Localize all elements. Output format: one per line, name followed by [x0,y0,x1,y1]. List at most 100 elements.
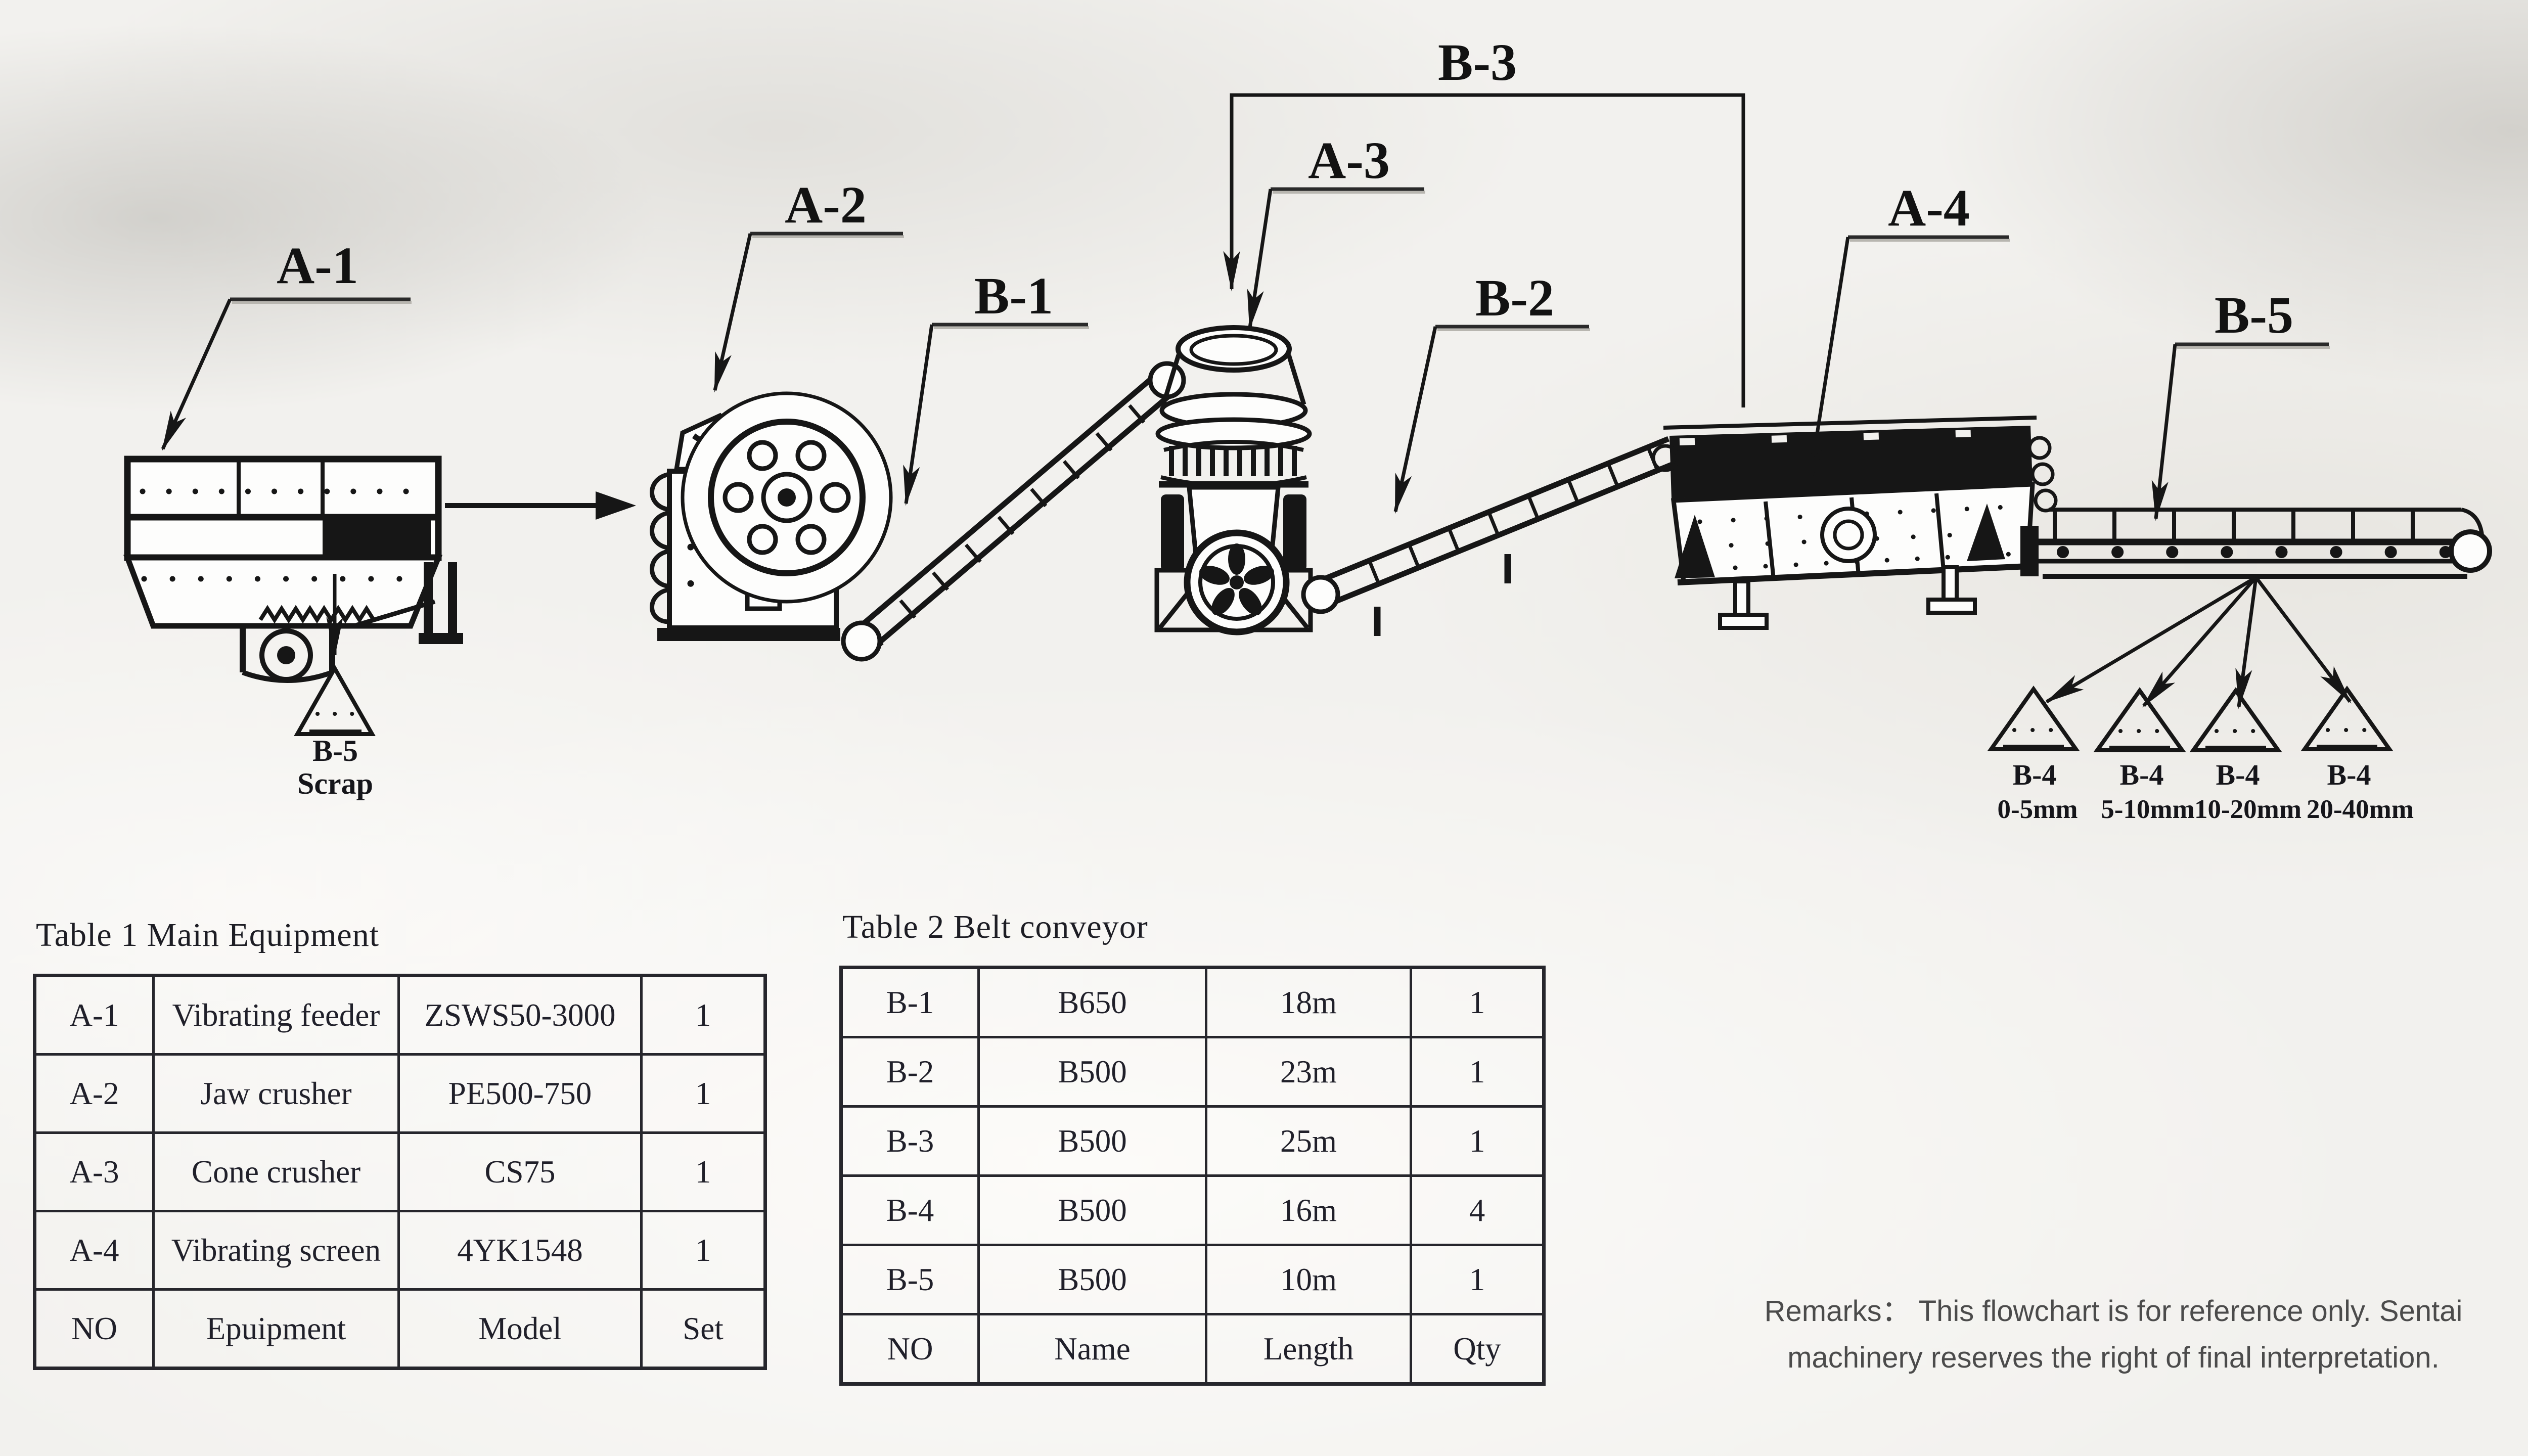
table-cell: NO [33,1288,155,1370]
table-row: A-4 Vibrating screen 4YK1548 1 [33,1210,766,1291]
belt-conveyor-b2-illustration [1301,436,1677,636]
callout-b2: B-2 [1393,269,1590,514]
stockpile-label: B-4 [2013,758,2057,791]
table-cell: B650 [977,966,1207,1038]
table-cell: 23m [1205,1036,1412,1108]
stockpile-size: 10-20mm [2194,795,2301,824]
vibrating-feeder-illustration [123,456,463,683]
table-cell: A-4 [33,1210,155,1291]
callout-b3: B-3 [1223,33,1745,407]
remarks-line1: Remarks： This flowchart is for reference… [1764,1295,2463,1328]
table-row: B-2 B500 23m 1 [840,1036,1545,1108]
table-cell: B-4 [840,1174,980,1246]
label-a2: A-2 [785,176,867,234]
table-cell: Set [640,1288,766,1370]
scrap-drop [294,574,376,736]
table-cell: 1 [1410,1105,1545,1177]
table-cell: 1 [1410,1244,1545,1315]
table-cell: CS75 [397,1131,643,1212]
table-cell: 1 [640,974,766,1056]
label-a4: A-4 [1888,179,1970,237]
table-row: B-3 B500 25m 1 [840,1105,1545,1177]
callout-a2: A-2 [713,176,904,393]
cone-crusher-illustration [1154,325,1313,635]
table-cell: Jaw crusher [152,1053,400,1134]
table-cell: 4 [1410,1174,1545,1246]
table-cell: B-3 [840,1105,980,1177]
table-cell: B-2 [840,1036,980,1108]
table-cell: B500 [977,1036,1207,1108]
flow-arrow [445,491,636,520]
table-cell: ZSWS50-3000 [397,974,643,1056]
stockpile-triangles [1987,686,2394,752]
label-a3: A-3 [1308,131,1390,190]
table-cell: Epuipment [152,1288,400,1370]
table-header-row: NO Epuipment Model Set [33,1288,766,1370]
table-cell: 4YK1548 [397,1210,643,1291]
label-a1: A-1 [277,237,358,295]
table-row: B-1 B650 18m 1 [840,966,1545,1038]
table-cell: Name [977,1313,1207,1385]
table-cell: 10m [1205,1244,1412,1315]
stockpile-size: 0-5mm [1998,795,2078,824]
table2-title: Table 2 Belt conveyor [842,908,1148,945]
table-cell: B-5 [840,1244,980,1315]
label-b1: B-1 [974,267,1053,325]
table-cell: Model [397,1288,643,1370]
callout-b5: B-5 [2151,286,2330,521]
table-row: A-3 Cone crusher CS75 1 [33,1131,766,1212]
table-cell: 25m [1205,1105,1412,1177]
remarks-note: Remarks： This flowchart is for reference… [1699,1288,2528,1381]
discharge-fan-lines [2044,575,2352,709]
table-cell: B500 [977,1174,1207,1246]
label-b5: B-5 [2215,286,2293,344]
jaw-crusher-illustration [650,391,893,641]
table1-title: Table 1 Main Equipment [36,917,380,953]
callout-b1: B-1 [903,267,1089,506]
table-cell: Length [1205,1313,1412,1385]
callout-a3: A-3 [1247,131,1425,330]
table-cell: B-1 [840,966,980,1038]
table-cell: A-1 [33,974,155,1056]
label-b2: B-2 [1475,269,1554,327]
table-cell: B500 [977,1105,1207,1177]
table-row: B-5 B500 10m 1 [840,1244,1545,1315]
table-cell: Vibrating feeder [152,974,400,1056]
table-row: A-2 Jaw crusher PE500-750 1 [33,1053,766,1134]
table-cell: 1 [640,1131,766,1212]
table-main-equipment-panel: Table 1 Main Equipment A-1 Vibrating fee… [33,916,767,1370]
table-cell: Vibrating screen [152,1210,400,1291]
table-cell: A-2 [33,1053,155,1134]
belt-conveyor-b1-illustration [841,361,1186,662]
table-cell: Qty [1410,1313,1545,1385]
table-belt-conveyor-panel: Table 2 Belt conveyor B-1 B650 18m 1 B-2… [839,908,1546,1386]
table-cell: NO [840,1313,980,1385]
table-cell: 16m [1205,1174,1412,1246]
stockpile-size: 20-40mm [2307,795,2414,824]
table-cell: 18m [1205,966,1412,1038]
table-cell: A-3 [33,1131,155,1212]
callout-a1: A-1 [161,237,412,451]
table-row: B-4 B500 16m 4 [840,1174,1545,1246]
stockpile-label: B-4 [2327,758,2371,791]
table-main-equipment: A-1 Vibrating feeder ZSWS50-3000 1 A-2 J… [33,974,767,1370]
stockpile-label: B-4 [2216,758,2260,791]
table-cell: PE500-750 [397,1053,643,1134]
table-header-row: NO Name Length Qty [840,1313,1545,1385]
table-cell: 1 [640,1053,766,1134]
table-row: A-1 Vibrating feeder ZSWS50-3000 1 [33,974,766,1056]
table-cell: 1 [640,1210,766,1291]
table-cell: B500 [977,1244,1207,1315]
scrap-pile-name: Scrap [297,767,373,800]
label-b3: B-3 [1438,33,1517,92]
belt-conveyor-b5-illustration [2020,508,2492,579]
table-cell: Cone crusher [152,1131,400,1212]
stockpile-label: B-4 [2120,758,2164,791]
remarks-line2: machinery reserves the right of final in… [1787,1341,2440,1374]
scrap-pile-label: B-5 [312,734,358,767]
callout-a4: A-4 [1807,179,2010,488]
table-belt-conveyor: B-1 B650 18m 1 B-2 B500 23m 1 B-3 B500 2… [839,966,1546,1386]
vibrating-screen-illustration [1651,416,2058,630]
